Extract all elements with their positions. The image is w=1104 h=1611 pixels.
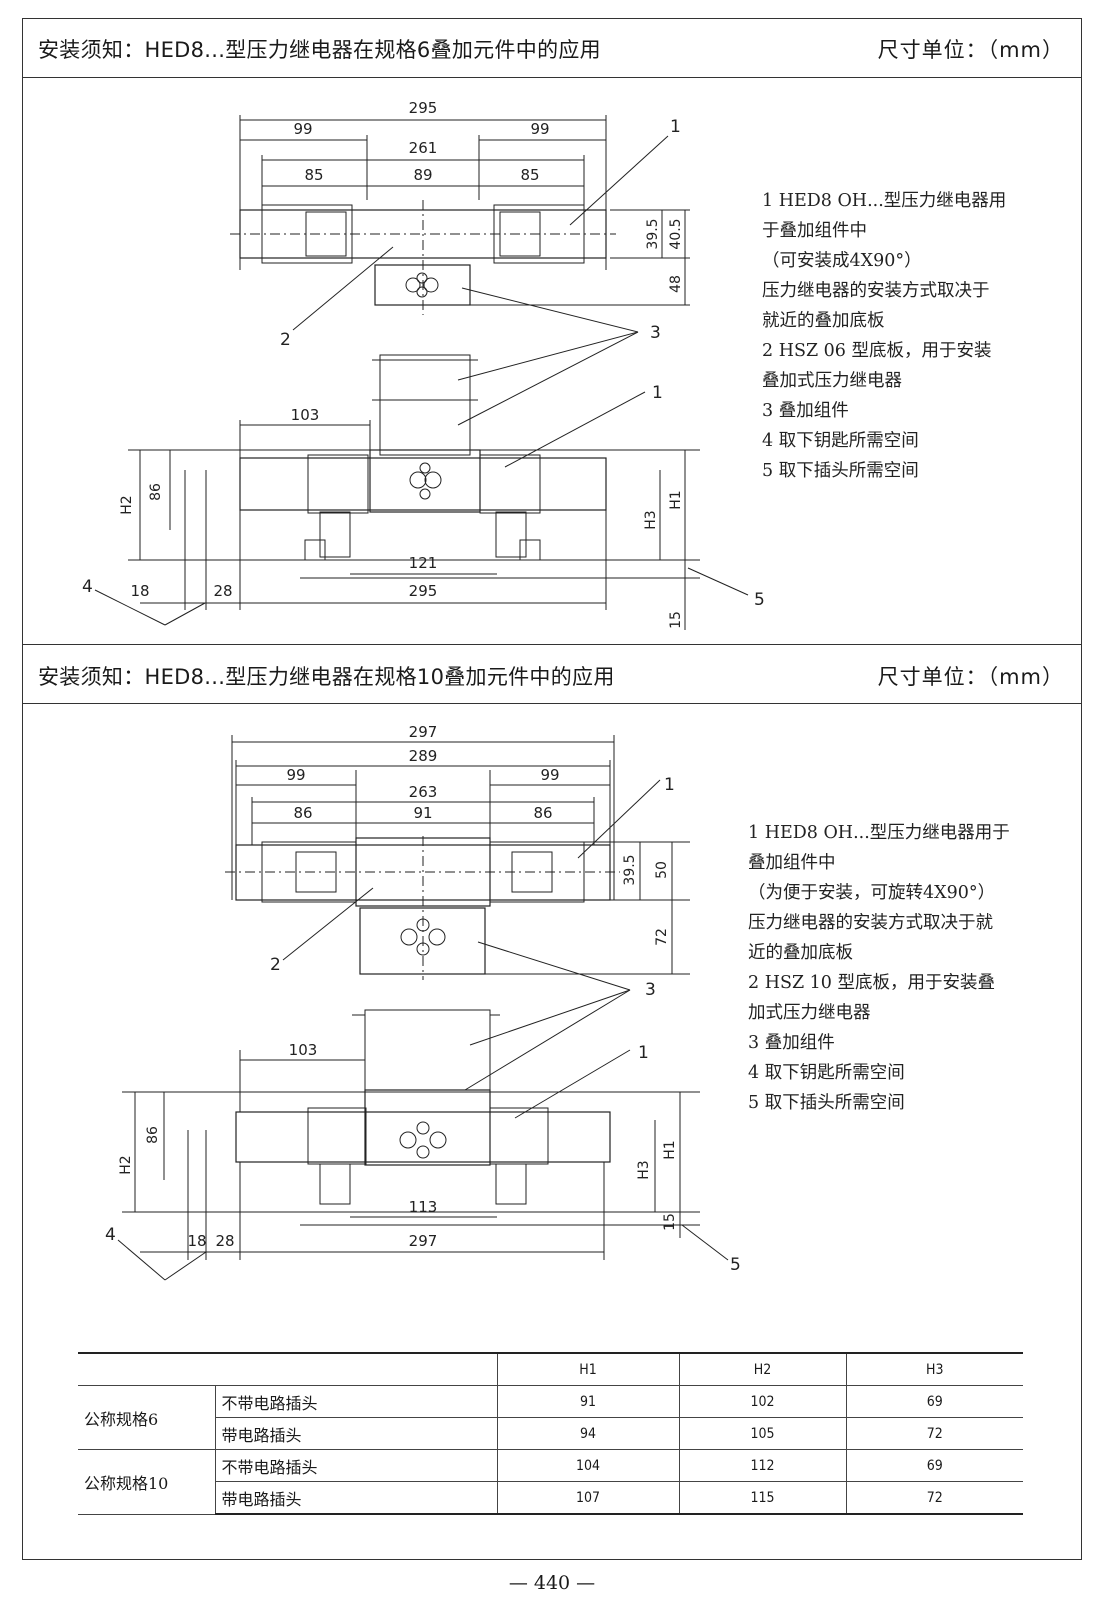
table-row: 带电路插头 107 115 72 [78,1481,1023,1515]
note-line: （为便于安装，可旋转4X90°） [748,883,996,903]
cell-H1: 107 [496,1481,680,1515]
note-line: 叠加组件中 [748,853,836,873]
note-line: 压力继电器的安装方式取决于就 [748,913,993,933]
table-header-cell [78,1352,498,1386]
note-line: 压力继电器的安装方式取决于 [762,281,990,301]
legend-notes-size6: 1 HED8 OH...型压力继电器用 于叠加组件中 （可安装成4X90°） 压… [762,186,1006,486]
section-title: 安装须知：HED8...型压力继电器在规格10叠加元件中的应用 [38,665,615,689]
row-label: 不带电路插头 [214,1385,498,1418]
cell-H2: 102 [678,1385,847,1418]
page-frame [22,18,1082,1560]
cell-H1: 104 [496,1449,680,1482]
cell-H1: 94 [496,1417,680,1450]
group-label: 公称规格10 [78,1449,216,1515]
note-line: 2 HSZ 06 型底板，用于安装 [762,341,992,361]
legend-notes-size10: 1 HED8 OH...型压力继电器用于 叠加组件中 （为便于安装，可旋转4X9… [748,818,1010,1118]
unit-label: 尺寸单位：（mm） [877,38,1064,62]
note-line: 就近的叠加底板 [762,311,885,331]
note-line: 3 叠加组件 [762,401,849,421]
note-line: 5 取下插头所需空间 [748,1093,905,1113]
table-header-H3: H3 [845,1352,1023,1386]
table-row: 公称规格6 不带电路插头 91 102 69 [78,1385,1023,1450]
note-line: 近的叠加底板 [748,943,853,963]
note-line: 叠加式压力继电器 [762,371,902,391]
table-header-H2: H2 [678,1352,847,1386]
cell-H3: 69 [845,1449,1023,1482]
section-header-size10: 安装须知：HED8...型压力继电器在规格10叠加元件中的应用 尺寸单位：（mm… [22,644,1082,704]
cell-H2: 112 [678,1449,847,1482]
cell-H3: 72 [845,1481,1023,1515]
note-line: 1 HED8 OH...型压力继电器用 [762,191,1007,211]
cell-H2: 105 [678,1417,847,1450]
note-line: 4 取下钥匙所需空间 [762,431,919,451]
section-header-size6: 安装须知：HED8...型压力继电器在规格6叠加元件中的应用 尺寸单位：（mm） [22,18,1082,78]
row-label: 带电路插头 [215,1417,498,1450]
table-header-row: H1 H2 H3 [78,1352,1023,1386]
table-row: 公称规格10 不带电路插头 104 112 69 [78,1449,1023,1515]
cell-H2: 115 [678,1481,847,1515]
cell-H3: 69 [845,1385,1023,1418]
note-line: 3 叠加组件 [748,1033,835,1053]
note-line: 加式压力继电器 [748,1003,871,1023]
note-line: 于叠加组件中 [762,221,867,241]
table-header-H1: H1 [496,1352,680,1386]
note-line: 5 取下插头所需空间 [762,461,919,481]
page-number: — 440 — [508,1572,596,1594]
row-label: 不带电路插头 [214,1449,498,1482]
group-label: 公称规格6 [78,1385,216,1450]
row-label: 带电路插头 [215,1481,498,1515]
unit-label: 尺寸单位：（mm） [877,665,1064,689]
height-spec-table: H1 H2 H3 公称规格6 不带电路插头 91 102 69 带电路插头 94… [78,1352,1023,1515]
section-title: 安装须知：HED8...型压力继电器在规格6叠加元件中的应用 [38,38,601,62]
note-line: 1 HED8 OH...型压力继电器用于 [748,823,1010,843]
cell-H3: 72 [845,1417,1023,1450]
note-line: 4 取下钥匙所需空间 [748,1063,905,1083]
note-line: （可安装成4X90°） [762,251,922,271]
note-line: 2 HSZ 10 型底板，用于安装叠 [748,973,995,993]
table-row: 带电路插头 94 105 72 [78,1417,1023,1450]
cell-H1: 91 [496,1385,680,1418]
